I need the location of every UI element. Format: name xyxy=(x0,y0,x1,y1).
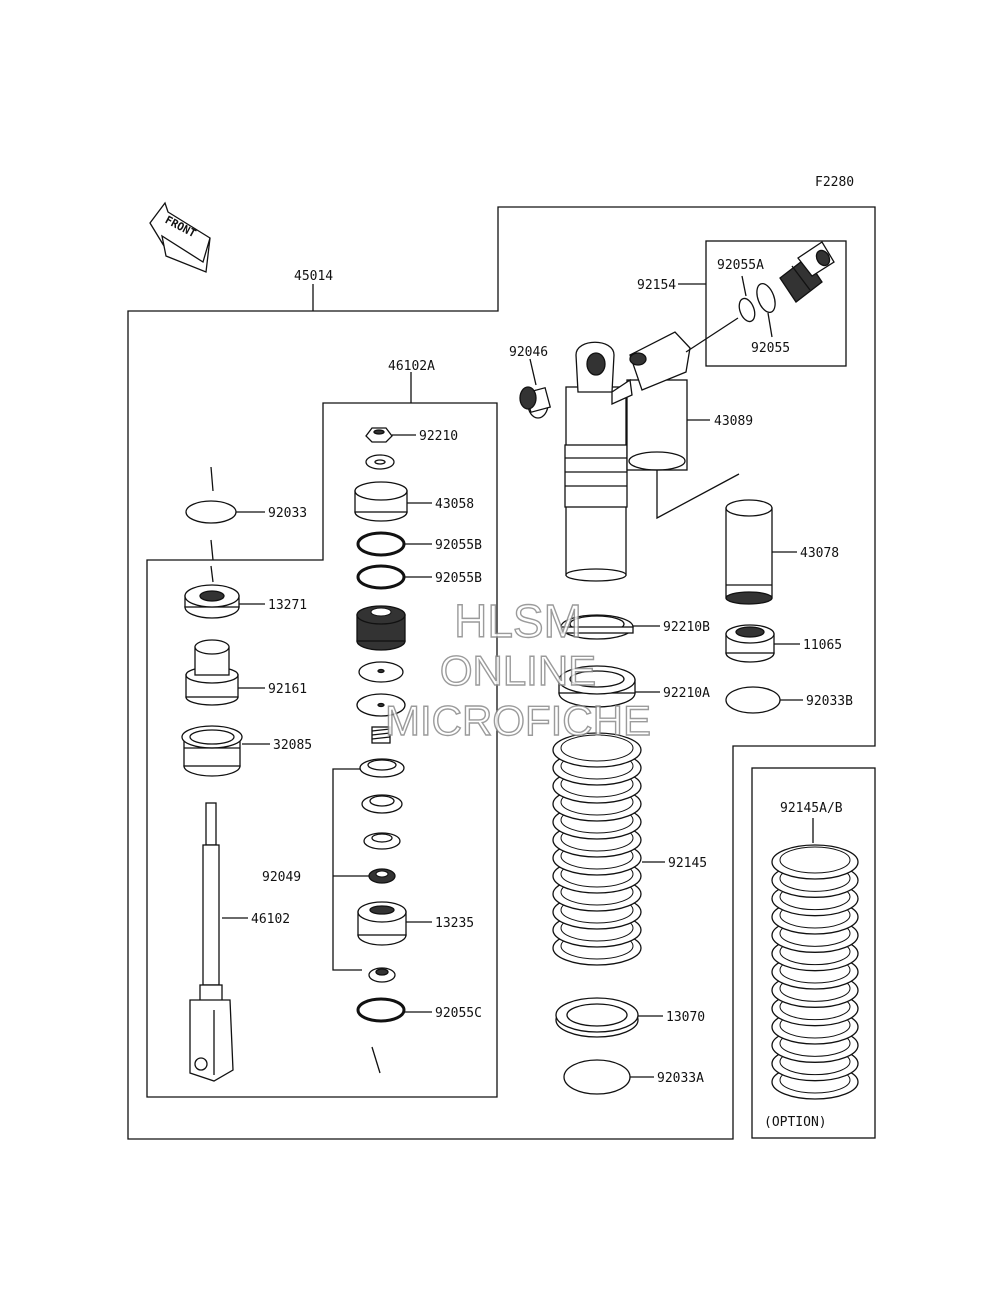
option-label: (OPTION) xyxy=(764,1115,827,1130)
washer xyxy=(365,454,395,470)
part-label-45014: 45014 xyxy=(294,269,333,284)
spring-small xyxy=(371,726,391,744)
spring-seat-13070: 13070 xyxy=(555,997,705,1038)
part-label-43089: 43089 xyxy=(714,414,753,429)
part-label-92033B: 92033B xyxy=(806,694,853,709)
watermark-line-1: HLSM xyxy=(454,595,582,647)
assembly-frame-45014 xyxy=(127,206,876,1140)
part-label-92046: 92046 xyxy=(509,345,548,360)
adjuster-92210A: 92210A xyxy=(558,665,710,708)
watermark: HLSM ONLINE MICROFICHE xyxy=(384,594,651,744)
o-ring-92055A: 92055A xyxy=(717,258,764,323)
part-label-13235: 13235 xyxy=(435,916,474,931)
seal-head xyxy=(356,605,406,651)
nut-92210: 92210 xyxy=(365,427,458,444)
bump-rubber-92161: 92161 xyxy=(185,639,307,706)
reservoir-kit-frame xyxy=(705,240,847,367)
piston-rod-46102: 46102 xyxy=(189,802,290,1082)
part-label-32085: 32085 xyxy=(273,738,312,753)
group-bracket-92049 xyxy=(332,768,362,971)
part-label-92145AB: 92145A/B xyxy=(780,801,843,816)
assembly-frame-46102A xyxy=(146,402,498,1098)
bushing-11065: 11065 xyxy=(725,624,842,663)
spring-coil xyxy=(771,844,859,880)
part-label-92145: 92145 xyxy=(668,856,707,871)
part-label-92055C: 92055C xyxy=(435,1006,482,1021)
shim-stack xyxy=(361,794,403,850)
cap-13271: 13271 xyxy=(184,565,307,619)
part-label-92033A: 92033A xyxy=(657,1071,704,1086)
part-label-92210B: 92210B xyxy=(663,620,710,635)
watermark-line-2: ONLINE xyxy=(440,647,596,694)
piston-13235: 13235 xyxy=(357,901,474,946)
part-label-92161: 92161 xyxy=(268,682,307,697)
spring-coil-inner xyxy=(560,734,634,762)
spring-92145AB: 92145A/B xyxy=(771,801,859,1100)
part-label-92055: 92055 xyxy=(751,341,790,356)
circlip-92033: 92033 xyxy=(185,466,307,561)
figure-code: F2280 xyxy=(815,175,854,190)
part-label-43058: 43058 xyxy=(435,497,474,512)
bladder-43078: 43078 xyxy=(725,499,839,605)
front-arrow-icon: FRONT xyxy=(149,201,211,273)
part-label-46102: 46102 xyxy=(251,912,290,927)
cup-32085: 32085 xyxy=(181,725,312,777)
part-label-92055A: 92055A xyxy=(717,258,764,273)
locknut-92210B: 92210B xyxy=(560,614,710,640)
washer-92049: 92049 xyxy=(262,868,396,885)
part-label-46102A: 46102A xyxy=(388,359,435,374)
nut-bottom xyxy=(368,967,396,983)
part-label-92055B-1: 92055B xyxy=(435,538,482,553)
o-ring-92055B-1: 92055B xyxy=(356,531,482,557)
part-label-92210: 92210 xyxy=(419,429,458,444)
part-label-11065: 11065 xyxy=(803,638,842,653)
collar-43058: 43058 xyxy=(354,481,474,522)
watermark-line-3: MICROFICHE xyxy=(385,697,651,744)
kit-leader xyxy=(685,317,739,353)
part-label-13271: 13271 xyxy=(268,598,307,613)
option-frame xyxy=(751,767,876,1139)
piston-ring-top xyxy=(359,758,405,778)
part-label-13070: 13070 xyxy=(666,1010,705,1025)
part-label-92033: 92033 xyxy=(268,506,307,521)
spring-coil-inner xyxy=(779,846,851,874)
reservoir-cap xyxy=(779,241,835,303)
part-label-92055B-2: 92055B xyxy=(435,571,482,586)
o-ring-92055C: 92055C xyxy=(356,997,482,1074)
circlip-92033A: 92033A xyxy=(563,1059,704,1095)
bladder-leader xyxy=(656,470,740,520)
part-label-92154: 92154 xyxy=(637,278,676,293)
o-ring-92055B-2: 92055B xyxy=(356,564,482,590)
part-label-92210A: 92210A xyxy=(663,686,710,701)
circlip-92033B: 92033B xyxy=(725,686,853,714)
o-ring-92055: 92055 xyxy=(751,282,790,356)
spring-92145: 92145 xyxy=(552,732,707,966)
shock-body-43089: 43089 xyxy=(564,331,753,582)
part-label-92049: 92049 xyxy=(262,870,301,885)
bushing-92046: 92046 xyxy=(509,345,552,419)
part-label-43078: 43078 xyxy=(800,546,839,561)
